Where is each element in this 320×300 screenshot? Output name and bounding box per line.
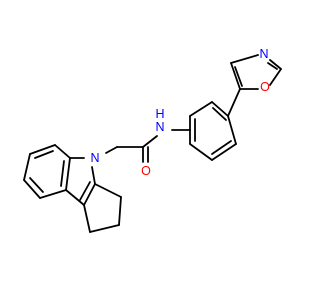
bond-c4a-c4b xyxy=(83,183,96,206)
indole-nitrogen-label: N xyxy=(90,151,99,165)
bond-phenyl-f xyxy=(211,101,229,117)
bond-oxazole-c4-c5 xyxy=(230,62,241,90)
bond-phenyl-e xyxy=(189,101,213,117)
oxazole-nitrogen-label: N xyxy=(259,47,268,61)
bond-c4a-c4b-inner xyxy=(79,181,91,201)
diagram-background xyxy=(0,0,300,300)
atom-label-layer: N H O N N O xyxy=(90,47,270,178)
bond-cyclopentane-c xyxy=(89,224,120,233)
bond-phenyl-f-inner xyxy=(212,107,227,121)
bond-cyclopentane-a xyxy=(94,183,122,198)
bond-phenyl-b xyxy=(211,143,237,161)
bond-c6-c5 xyxy=(29,144,56,155)
bond-nh-to-carbonyl xyxy=(142,135,158,148)
bond-c7-c6 xyxy=(23,153,31,181)
bond-c8a-c8 xyxy=(39,189,67,199)
bond-cyclopentane-b xyxy=(118,196,122,226)
bond-c4b-c8a xyxy=(65,189,85,206)
bond-c6-c5-inner xyxy=(34,150,54,159)
bond-cyclopentane-d xyxy=(83,204,91,233)
bond-oxazole-c2-n3 xyxy=(269,59,282,70)
bond-oxazole-o1-c2 xyxy=(269,68,282,86)
bond-phenyl-a xyxy=(227,115,237,145)
bond-oxazole-c2-n3-inner xyxy=(267,62,278,70)
oxazole-oxygen-label: O xyxy=(260,80,270,94)
bond-oxazole-to-phenyl xyxy=(227,88,241,117)
bond-c8a-c9a xyxy=(65,157,71,191)
bond-ch2-to-indole-n xyxy=(105,146,118,154)
bond-phenyl-b-inner xyxy=(211,140,232,155)
bond-c5-c9a xyxy=(54,144,71,159)
bond-c8-c7-inner xyxy=(29,177,44,193)
bond-indole-n-to-c4a xyxy=(91,166,96,185)
bond-c9a-c8a-inner xyxy=(60,160,65,187)
amide-oxygen-label: O xyxy=(141,164,151,178)
bond-oxazole-c4-c5-inner xyxy=(234,66,243,87)
bond-layer xyxy=(23,54,282,233)
amide-nh-n-label: N xyxy=(155,120,164,134)
bond-oxazole-n3-c4 xyxy=(230,54,259,64)
molecule-structure-diagram: N H O N N O xyxy=(0,0,300,300)
bond-phenyl-c xyxy=(189,143,213,161)
amide-nh-h-label: H xyxy=(155,107,164,121)
bond-c8-c7 xyxy=(23,179,41,199)
